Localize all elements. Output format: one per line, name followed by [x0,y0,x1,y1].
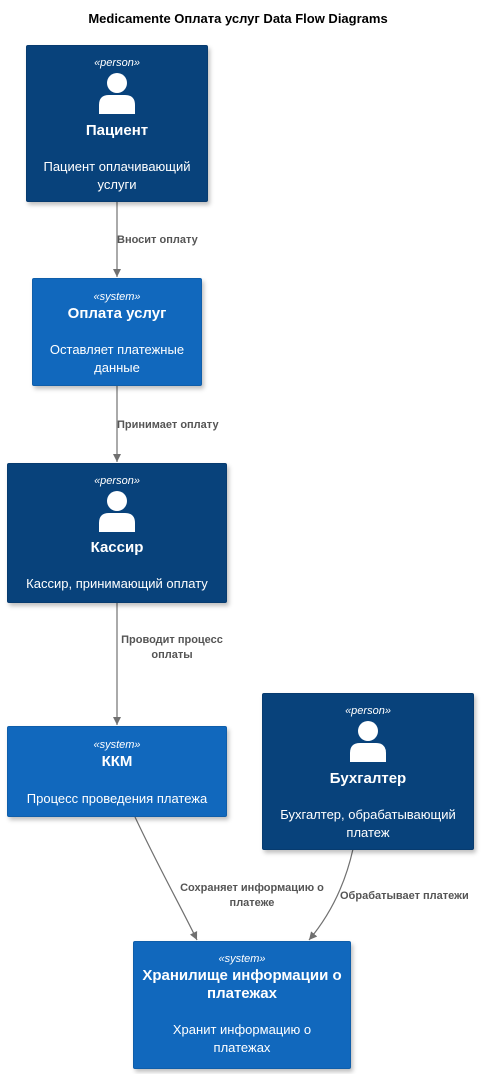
node-payment: «system» Оплата услуг Оставляет платежны… [32,278,202,386]
stereotype: «system» [93,291,141,303]
node-name: Пациент [85,122,149,139]
person-icon [99,491,135,532]
node-description: Хранит информацию о платежах [172,1022,312,1055]
stereotype: «person» [345,705,391,717]
node-patient: «person» Пациент Пациент оплачивающий ус… [26,45,208,202]
node-name: Бухгалтер [329,770,407,787]
node-kkm: «system» ККМ Процесс проведения платежа [7,726,227,817]
person-icon [350,721,386,762]
edge-label-patient-payment: Вносит оплату [117,234,198,246]
node-description: Оставляет платежные данные [49,342,185,375]
node-name: Оплата услуг [67,305,167,322]
node-accountant: «person» Бухгалтер Бухгалтер, обрабатыва… [262,693,474,850]
node-name: ККМ [101,753,133,770]
node-description: Кассир, принимающий оплату [26,576,208,591]
node-name: Кассир [90,539,144,556]
edge-label-cashier-kkm: Проводит процесс оплаты [121,634,223,661]
edge-label-accountant-storage: Обрабатывает платежи [340,890,469,902]
stereotype: «person» [94,57,140,69]
node-description: Пациент оплачивающий услуги [43,159,191,192]
edge-kkm-storage [134,816,198,941]
stereotype: «person» [94,475,140,487]
diagram-title: Medicamente Оплата услуг Data Flow Diagr… [88,11,388,26]
edge-accountant-storage [308,848,354,941]
node-description: Бухгалтер, обрабатывающий платеж [280,807,456,840]
node-name: Хранилище информации о платежах [142,967,342,1002]
edge-label-payment-cashier: Принимает оплату [117,419,219,431]
stereotype: «system» [93,739,141,751]
edge-label-kkm-storage: Сохраняет информацию о платеже [180,882,324,909]
node-description: Процесс проведения платежа [26,791,208,806]
stereotype: «system» [218,953,266,965]
node-storage: «system» Хранилище информации о платежах… [133,941,351,1069]
person-icon [99,73,135,114]
node-cashier: «person» Кассир Кассир, принимающий опла… [7,463,227,603]
